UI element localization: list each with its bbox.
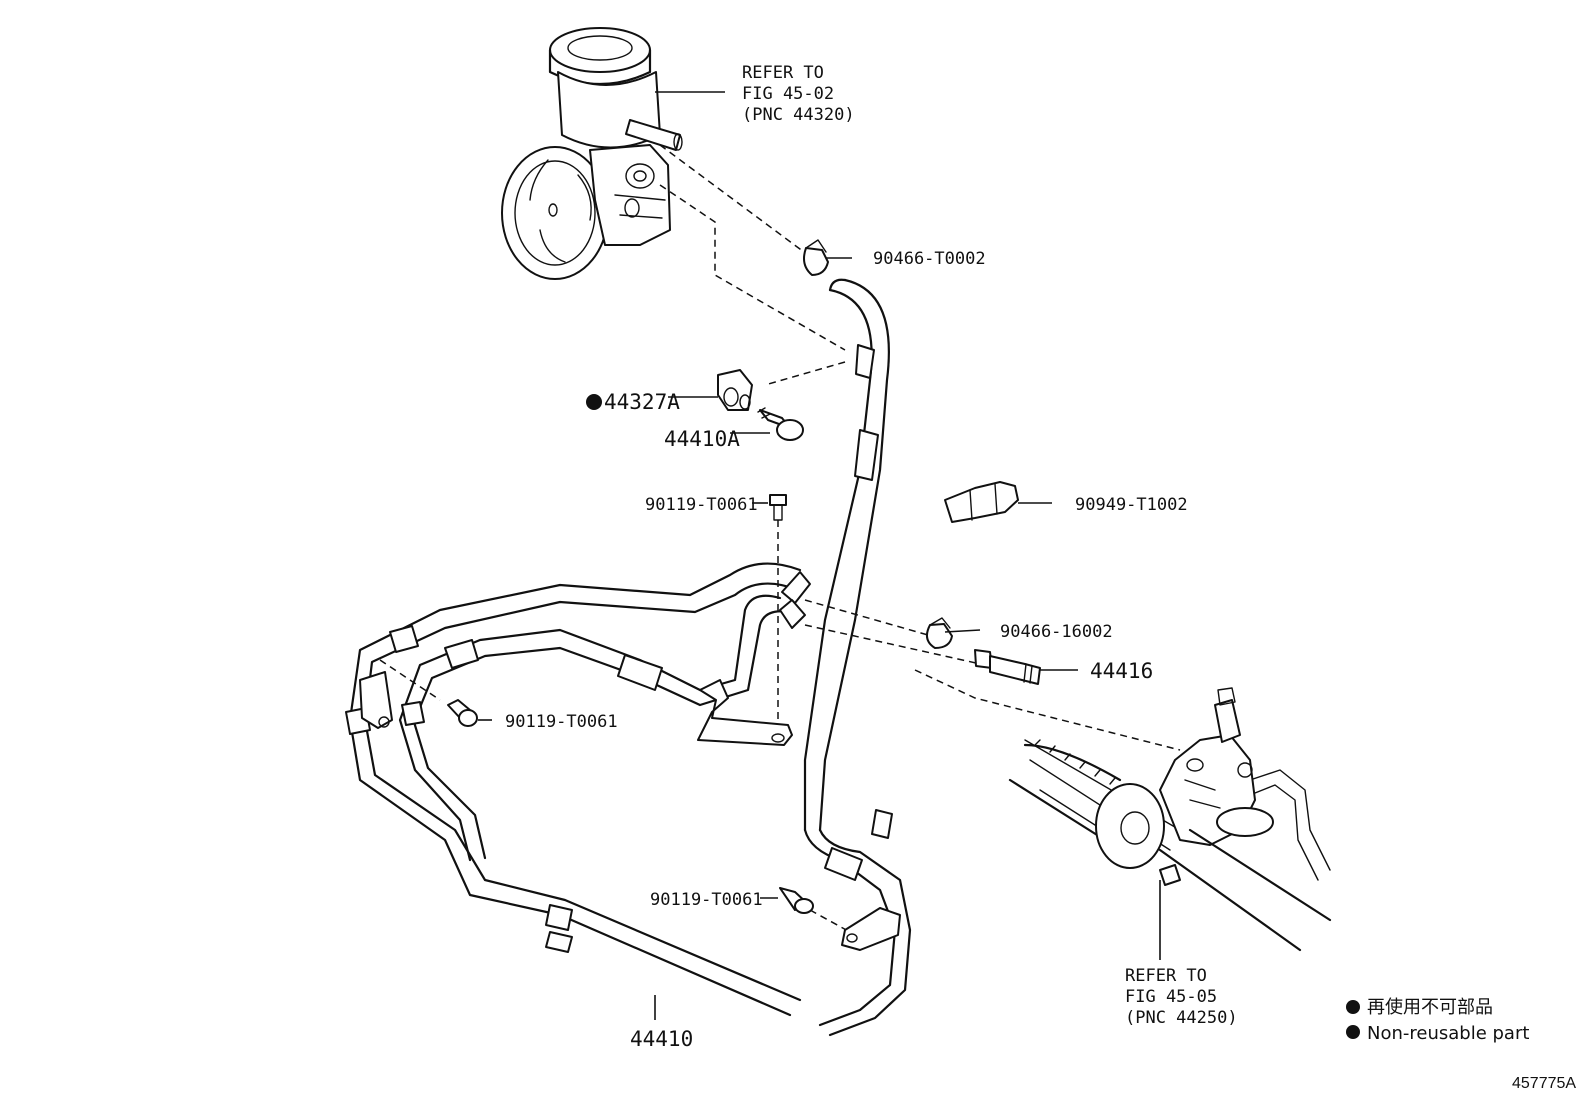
label-90119-t0061-low[interactable]: 90119-T0061 xyxy=(650,890,763,910)
gear-reference-callout: REFER TO FIG 45-05 (PNC 44250) xyxy=(1125,966,1238,1028)
pump-ref-line3: (PNC 44320) xyxy=(742,105,855,125)
label-44410[interactable]: 44410 xyxy=(630,1027,693,1051)
leader-lines xyxy=(478,91,1161,1020)
hose-clamp-90466-16002[interactable] xyxy=(925,617,953,649)
non-reusable-dot-icon xyxy=(586,394,602,410)
legend-english: Non-reusable part xyxy=(1367,1023,1529,1044)
label-90949-t1002[interactable]: 90949-T1002 xyxy=(1075,495,1188,515)
gasket-44327a[interactable] xyxy=(717,369,753,411)
legend: 再使用不可部品 Non-reusable part xyxy=(1346,997,1529,1044)
label-44416[interactable]: 44416 xyxy=(1090,659,1153,683)
assembly-guide-lines xyxy=(379,144,1181,933)
label-90119-t0061-top[interactable]: 90119-T0061 xyxy=(645,495,758,515)
pump-reference-callout: REFER TO FIG 45-02 (PNC 44320) xyxy=(742,63,855,125)
hose-clamp-90466-t0002[interactable] xyxy=(803,239,829,276)
legend-dot-icon xyxy=(1346,1000,1360,1014)
gear-ref-line3: (PNC 44250) xyxy=(1125,1008,1238,1028)
legend-japanese: 再使用不可部品 xyxy=(1367,997,1493,1018)
pressure-feed-hose[interactable] xyxy=(803,278,890,832)
return-tube[interactable] xyxy=(803,809,912,1037)
label-90466-16002[interactable]: 90466-16002 xyxy=(1000,622,1113,642)
union-44416[interactable] xyxy=(974,649,1041,685)
power-steering-pump[interactable] xyxy=(501,27,683,280)
bolt-90119-t0061-mid[interactable] xyxy=(447,699,478,727)
bolt-90119-t0061-top[interactable] xyxy=(769,494,787,521)
gear-ref-line2: FIG 45-05 xyxy=(1125,987,1217,1007)
pump-ref-line1: REFER TO xyxy=(742,63,824,83)
legend-dot-icon xyxy=(1346,1025,1360,1039)
label-90119-t0061-mid[interactable]: 90119-T0061 xyxy=(505,712,618,732)
bolt-90119-t0061-low[interactable] xyxy=(779,887,814,914)
label-44410a[interactable]: 44410A xyxy=(664,427,740,451)
clamp-90949-t1002[interactable] xyxy=(944,481,1019,523)
label-90466-t0002[interactable]: 90466-T0002 xyxy=(873,249,986,269)
label-44327a[interactable]: 44327A xyxy=(604,390,680,414)
steering-gear-assembly[interactable] xyxy=(1008,687,1332,952)
gear-ref-line1: REFER TO xyxy=(1125,966,1207,986)
label-44327a-group[interactable]: 44327A xyxy=(586,390,680,414)
pump-ref-line2: FIG 45-02 xyxy=(742,84,834,104)
pressure-tube-44410[interactable] xyxy=(345,562,1331,1017)
union-bolt-44410a[interactable] xyxy=(757,407,804,441)
figure-id: 457775A xyxy=(1512,1075,1576,1092)
